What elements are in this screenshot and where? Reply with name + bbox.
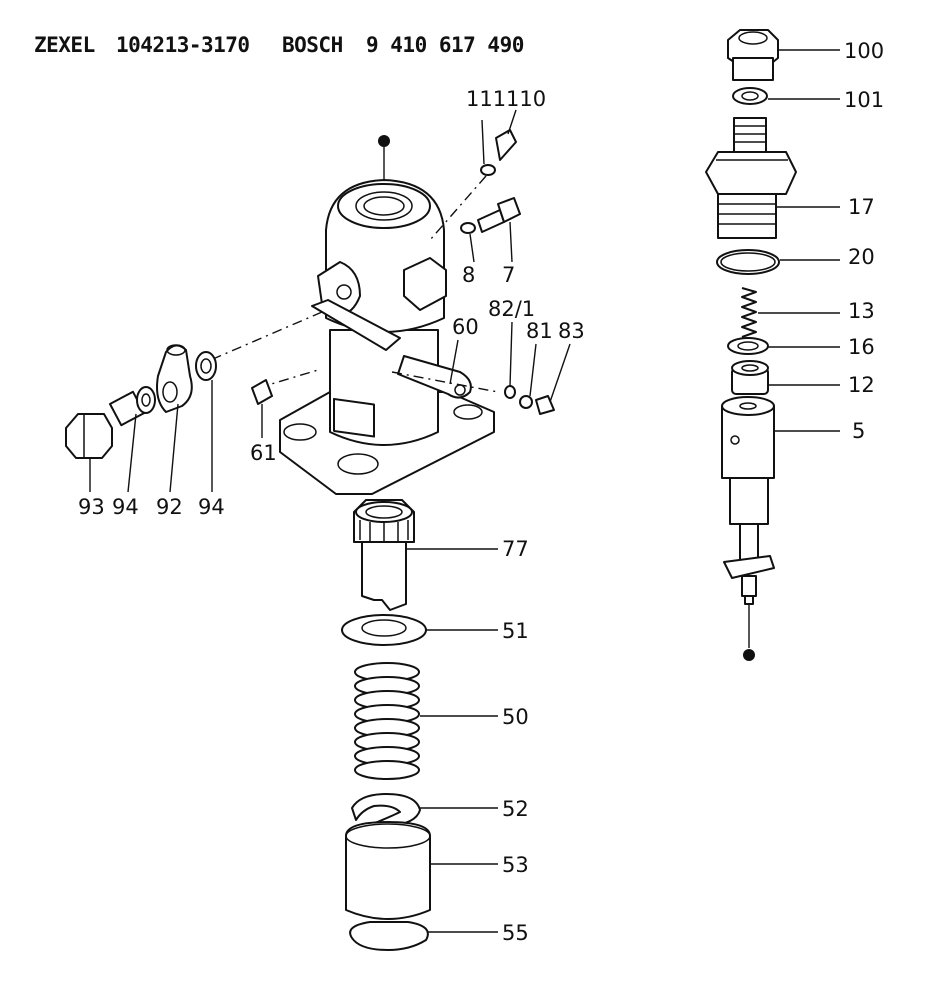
label-61: 61: [250, 441, 277, 465]
label-77: 77: [502, 537, 529, 561]
part-13-valve-spring: [741, 287, 840, 338]
label-110: 110: [506, 87, 546, 111]
label-94-right: 94: [198, 495, 225, 519]
label-20: 20: [848, 245, 875, 269]
label-52: 52: [502, 797, 529, 821]
label-53: 53: [502, 853, 529, 877]
label-51: 51: [502, 619, 529, 643]
part-77-control-sleeve: 77: [353, 499, 529, 611]
part-5-plunger-barrel: [721, 396, 840, 661]
pump-housing: [205, 135, 499, 495]
label-55: 55: [502, 921, 529, 945]
part-52-lower-spring-seat: 52: [351, 793, 529, 827]
label-81: 81: [526, 319, 553, 343]
label-92: 92: [156, 495, 183, 519]
part-61-screw: 61: [250, 379, 277, 465]
part-53-tappet: 53: [345, 821, 529, 920]
label-83: 83: [558, 319, 585, 343]
brand-zexel: ZEXEL: [34, 33, 95, 57]
part-16-ring: [727, 337, 840, 355]
part-60-81-82-83-control-parts: 60 82/1 81 83: [449, 297, 585, 415]
part-7-8-screw-washer: 8 7: [460, 197, 521, 287]
bottom-stack: 77 51 50 52: [341, 499, 529, 951]
part-51-spring-seat: 51: [341, 614, 529, 646]
label-7: 7: [502, 263, 515, 287]
label-60: 60: [452, 315, 479, 339]
bosch-part-number: 9 410 617 490: [366, 33, 524, 57]
label-93: 93: [78, 495, 105, 519]
header: ZEXEL 104213-3170 BOSCH 9 410 617 490: [34, 33, 524, 57]
label-101: 101: [844, 88, 884, 112]
label-17: 17: [848, 195, 875, 219]
label-100: 100: [844, 39, 884, 63]
label-13: 13: [848, 299, 875, 323]
label-111: 111: [466, 87, 506, 111]
part-20-o-ring: [716, 249, 840, 275]
left-banjo-assembly: 93 94 92 94: [65, 344, 225, 519]
part-12-delivery-valve: [731, 360, 840, 395]
label-16: 16: [848, 335, 875, 359]
part-55-snap-ring: 55: [349, 921, 529, 951]
label-5: 5: [852, 419, 865, 443]
part-17-valve-holder: [705, 117, 840, 239]
part-50-plunger-spring: 50: [354, 662, 529, 780]
brand-bosch: BOSCH: [282, 33, 343, 57]
label-94-left: 94: [112, 495, 139, 519]
label-8: 8: [462, 263, 475, 287]
part-100-nut: [727, 29, 840, 81]
label-50: 50: [502, 705, 529, 729]
right-assembly: 100 101 17 20 13 16 12 5: [705, 29, 884, 661]
label-82-1: 82/1: [488, 297, 535, 321]
label-12: 12: [848, 373, 875, 397]
part-101-washer: [732, 87, 840, 105]
zexel-part-number: 104213-3170: [116, 33, 250, 57]
part-110-111-bleed-screw: 111 110: [429, 87, 546, 241]
